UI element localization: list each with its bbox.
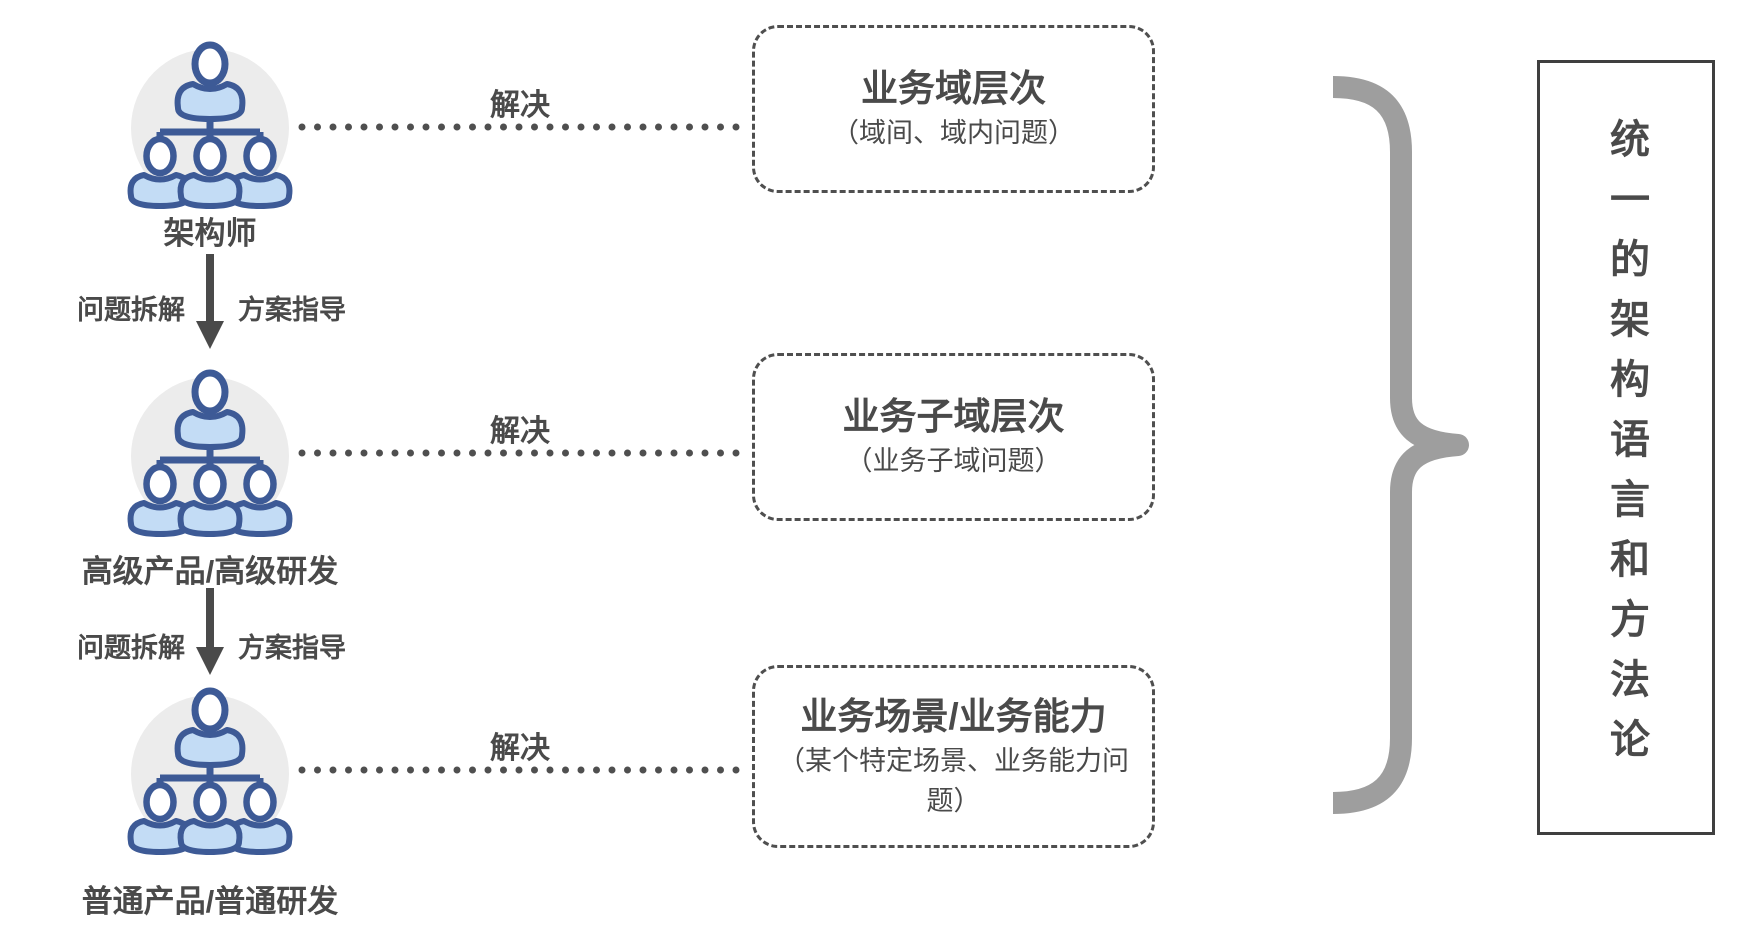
solve-label: 解决 — [490, 415, 550, 448]
team-members — [127, 135, 293, 209]
down-arrow — [196, 588, 224, 675]
conclusion-box: 统一的架构语言和方法论 — [1537, 60, 1715, 835]
team-icon-architect — [120, 32, 300, 212]
transition-left-label: 问题拆解 — [77, 633, 185, 663]
solve-label: 解决 — [490, 89, 550, 122]
transition-left-label: 问题拆解 — [77, 295, 185, 325]
org-chart-icon — [127, 41, 293, 209]
leader-person — [174, 41, 246, 122]
transition-right-label: 方案指导 — [238, 295, 346, 325]
role-label-architect: 架构师 — [163, 216, 257, 251]
down-arrow — [196, 254, 224, 349]
level-subtitle: （域间、域内问题） — [832, 118, 1075, 148]
level-title: 业务子域层次 — [842, 396, 1065, 437]
team-icon-regular — [120, 678, 300, 858]
level-box-business-domain: 业务域层次 （域间、域内问题） — [752, 25, 1155, 193]
level-title: 业务域层次 — [861, 68, 1046, 109]
org-chart-icon — [127, 687, 293, 855]
transition-right-label: 方案指导 — [238, 633, 346, 663]
level-title: 业务场景/业务能力 — [800, 695, 1107, 737]
org-chart-icon — [127, 369, 293, 537]
team-icon-senior — [120, 360, 300, 540]
level-subtitle: （业务子域问题） — [845, 446, 1062, 476]
role-label-regular: 普通产品/普通研发 — [81, 884, 339, 919]
solve-label: 解决 — [490, 732, 550, 765]
level-subtitle: （某个特定场景、业务能力问题） — [778, 745, 1129, 816]
conclusion-text: 统一的架构语言和方法论 — [1604, 117, 1648, 778]
role-label-senior: 高级产品/高级研发 — [81, 554, 339, 589]
level-box-business-scenario: 业务场景/业务能力 （某个特定场景、业务能力问题） — [752, 665, 1155, 848]
curly-brace — [1332, 76, 1469, 814]
level-box-business-subdomain: 业务子域层次 （业务子域问题） — [752, 353, 1155, 521]
